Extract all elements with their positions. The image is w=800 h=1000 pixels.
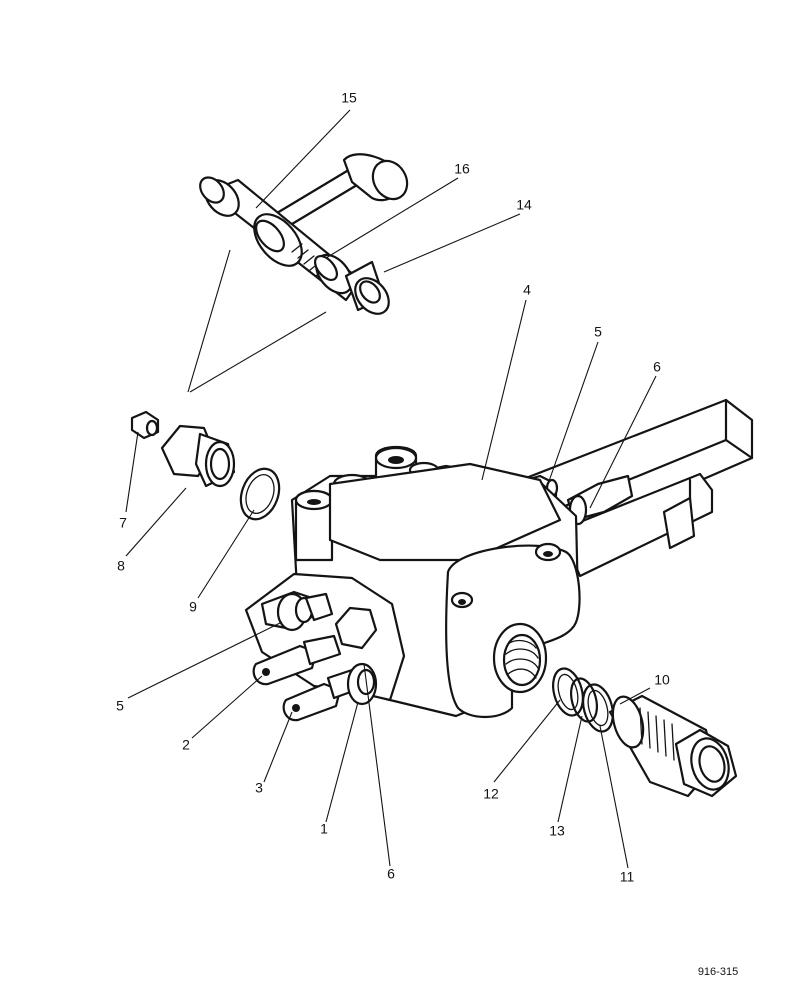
callout-6-top: 6 <box>653 359 661 375</box>
spool-handle-assembly <box>199 153 409 315</box>
callout-14: 14 <box>516 197 532 213</box>
callout-4: 4 <box>523 282 531 298</box>
callout-2: 2 <box>182 737 190 753</box>
callout-labels: 15 16 14 4 5 6 7 8 9 10 5 2 3 1 6 12 13 … <box>116 90 670 885</box>
callout-13: 13 <box>549 823 565 839</box>
callout-11: 11 <box>620 869 635 885</box>
callout-8: 8 <box>117 558 125 574</box>
assembly-pointer <box>187 249 327 393</box>
port-adapter-parts <box>552 667 738 798</box>
callout-3: 3 <box>255 780 263 796</box>
plug-and-seal-parts <box>130 410 281 521</box>
callout-16: 16 <box>454 161 470 177</box>
callout-5-top: 5 <box>594 324 602 340</box>
callout-7: 7 <box>119 515 127 531</box>
callout-12: 12 <box>483 786 499 802</box>
drawing-reference-number: 916-315 <box>698 966 738 978</box>
leader-lines <box>125 109 657 869</box>
callout-6-lower: 6 <box>387 866 395 882</box>
valve-body <box>244 398 754 722</box>
callout-10: 10 <box>654 672 670 688</box>
callout-15: 15 <box>341 90 357 106</box>
callout-1: 1 <box>320 821 328 837</box>
callout-9: 9 <box>189 599 197 615</box>
callout-5-lower: 5 <box>116 698 124 714</box>
